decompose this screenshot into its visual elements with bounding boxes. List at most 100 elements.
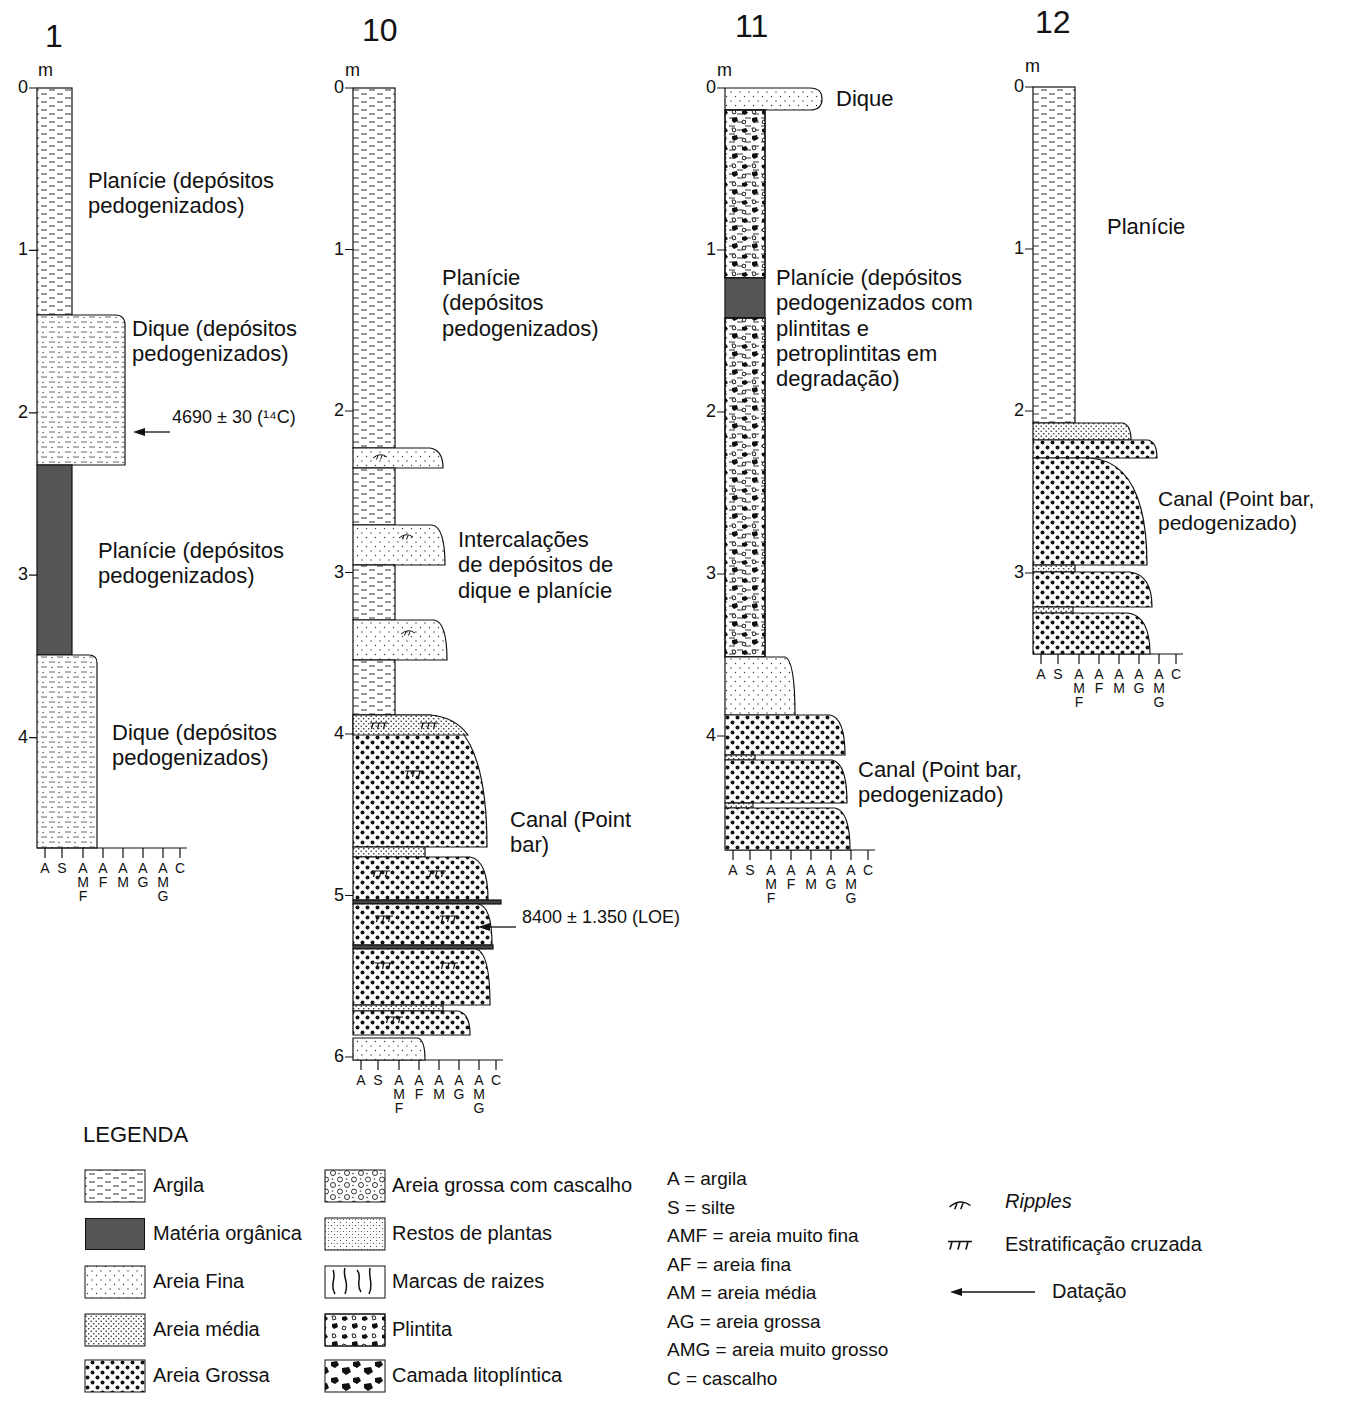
legend-text: Camada litoplíntica [392, 1364, 562, 1387]
grain-size-label: A M G [471, 1073, 487, 1115]
grain-size-label: A M F [763, 863, 779, 905]
legend-text: Argila [153, 1174, 204, 1197]
legend-symbol [950, 1288, 962, 1296]
column-10 [353, 1011, 470, 1035]
column-10 [353, 949, 490, 1005]
depth-number: 3 [319, 562, 344, 583]
depth-number: 3 [3, 564, 28, 585]
grain-size-label: A M [115, 861, 131, 889]
column-10 [353, 448, 443, 468]
abbreviation: AF = areia fina [667, 1254, 791, 1276]
legend-title: LEGENDA [83, 1122, 188, 1147]
column-10 [353, 620, 447, 660]
facies-label: Planície (depósitos pedogenizados) [442, 265, 617, 341]
legend-swatch [325, 1360, 385, 1392]
depth-number: 4 [319, 723, 344, 744]
depth-number: 3 [691, 563, 716, 584]
depth-number: 6 [319, 1046, 344, 1067]
column-10 [353, 857, 488, 900]
axis-ticks [29, 88, 37, 738]
depth-number: 4 [3, 727, 28, 748]
bedding-symbols [428, 871, 446, 877]
unit-label: m [717, 60, 732, 81]
depth-number: 2 [319, 400, 344, 421]
axis-ticks [725, 850, 875, 860]
legend-swatch [325, 1170, 385, 1202]
facies-label: Dique (depósitos pedogenizados) [132, 316, 332, 367]
legend-symbol [948, 1242, 972, 1250]
axis-ticks [37, 848, 187, 858]
legend-swatch [325, 1266, 385, 1298]
column-11 [725, 318, 765, 657]
column-11 [725, 318, 765, 657]
unit-label: m [1025, 56, 1040, 77]
column-11 [725, 278, 765, 318]
legend-text: Marcas de raizes [392, 1270, 544, 1293]
legend-text: Datação [1052, 1280, 1127, 1303]
column-11 [725, 88, 822, 110]
grain-size-label: A F [411, 1073, 427, 1101]
column-12 [1033, 458, 1147, 565]
grain-size-label: A M G [843, 863, 859, 905]
grain-size-label: C [488, 1073, 504, 1087]
legend-swatch [325, 1314, 385, 1346]
unit-label: m [38, 60, 53, 81]
facies-label: Planície [1107, 214, 1227, 239]
grain-size-label: A G [1131, 667, 1147, 695]
column-11 [725, 715, 845, 755]
column-10 [353, 715, 487, 847]
legend-text: Ripples [1005, 1190, 1072, 1213]
legend-text: Areia Fina [153, 1270, 244, 1293]
depth-number: 2 [691, 401, 716, 422]
column-10 [353, 1005, 443, 1011]
legend-symbol [950, 1202, 971, 1209]
legend-swatch [325, 1218, 385, 1250]
bedding-symbols [399, 535, 413, 540]
depth-number: 0 [999, 76, 1024, 97]
facies-label: Canal (Point bar, pedogenizado) [858, 757, 1058, 808]
column-11 [725, 88, 850, 850]
column-12 [1033, 87, 1075, 423]
grain-size-label: A M [803, 863, 819, 891]
grain-size-label: A M G [155, 861, 171, 903]
grain-size-label: A M G [1151, 667, 1167, 709]
column-10 [353, 715, 468, 735]
grain-size-label: S [1050, 667, 1066, 681]
legend-text: Estratificação cruzada [1005, 1233, 1202, 1256]
column-11 [725, 803, 753, 808]
column-10 [353, 468, 395, 525]
grain-size-label: A F [783, 863, 799, 891]
column-12 [1033, 87, 1157, 654]
grain-size-label: A G [451, 1073, 467, 1101]
legend-swatch [85, 1266, 145, 1298]
facies-label: Planície (depósitos pedogenizados com pl… [776, 265, 991, 391]
column-10 [353, 904, 492, 945]
depth-number: 0 [691, 77, 716, 98]
grain-size-label: A M [431, 1073, 447, 1101]
legend-text: Areia média [153, 1318, 260, 1341]
bedding-symbols [401, 631, 415, 636]
dating-arrow [478, 923, 490, 931]
column-11 [725, 110, 765, 278]
grain-size-label: C [860, 863, 876, 877]
legend-swatch [325, 1314, 385, 1346]
column-1 [37, 465, 72, 655]
depth-number: 4 [691, 725, 716, 746]
grain-size-label: A F [1091, 667, 1107, 695]
column-10 [353, 660, 395, 715]
abbreviation: AMG = areia muito grosso [667, 1339, 888, 1361]
column-10 [353, 525, 445, 565]
depth-number: 2 [3, 402, 28, 423]
grain-size-label: A [353, 1073, 369, 1087]
legend-swatch [85, 1314, 145, 1346]
column-12 [1033, 423, 1131, 440]
column-10 [353, 565, 395, 620]
grain-size-label: A M F [391, 1073, 407, 1115]
unit-label: m [345, 60, 360, 81]
column-12 [1033, 613, 1150, 654]
column-12 [1033, 607, 1073, 613]
facies-label: Intercalações de depósitos de dique e pl… [458, 527, 618, 603]
dating-label: 8400 ± 1.350 (LOE) [522, 907, 722, 928]
column-number: 11 [735, 8, 768, 45]
column-1 [37, 315, 125, 465]
